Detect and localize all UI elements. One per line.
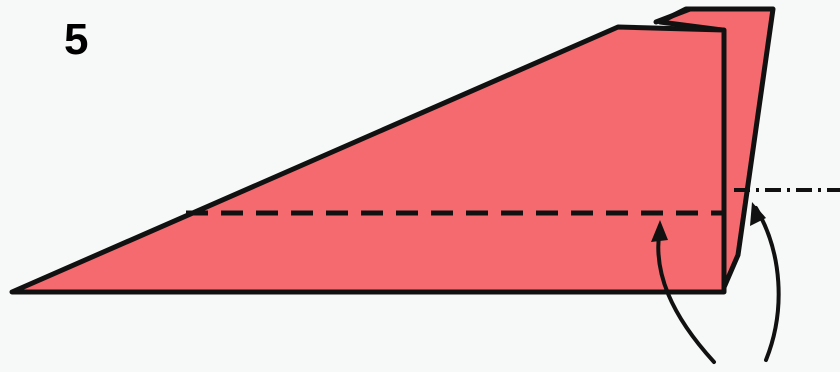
step-number: 5 (64, 15, 88, 64)
fold-arrow-back (756, 208, 779, 360)
plane-body (12, 27, 724, 292)
